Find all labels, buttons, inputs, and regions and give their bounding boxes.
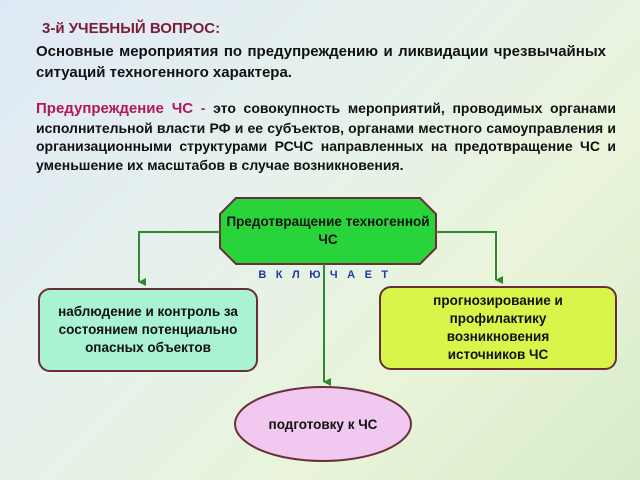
right-node: прогнозирование и профилактику возникнов…: [379, 286, 617, 370]
main-node-shape: [219, 197, 437, 265]
main-node-label: Предотвращение техногенной ЧС: [226, 214, 430, 247]
definition-text: это совокупность мероприятий, проводимых…: [36, 100, 616, 173]
connector-right: [436, 231, 503, 284]
definition-paragraph: Предупреждение ЧС - это совокупность мер…: [36, 99, 616, 174]
bottom-node-label: подготовку к ЧС: [268, 417, 378, 432]
connector-label: ВКЛЮЧАЕТ: [258, 269, 398, 281]
left-node-label: наблюдение и контроль за состоянием поте…: [58, 304, 238, 355]
definition-dash: -: [193, 100, 214, 116]
definition-term: Предупреждение ЧС: [36, 100, 194, 117]
connector-left: [138, 231, 220, 286]
right-node-label: прогнозирование и профилактику возникнов…: [433, 293, 563, 362]
question-title: Основные мероприятия по предупреждению и…: [36, 43, 606, 81]
bottom-node-shape: [234, 386, 412, 462]
left-node: наблюдение и контроль за состоянием поте…: [38, 288, 258, 372]
question-label: 3-й УЧЕБНЫЙ ВОПРОС:: [42, 20, 221, 37]
